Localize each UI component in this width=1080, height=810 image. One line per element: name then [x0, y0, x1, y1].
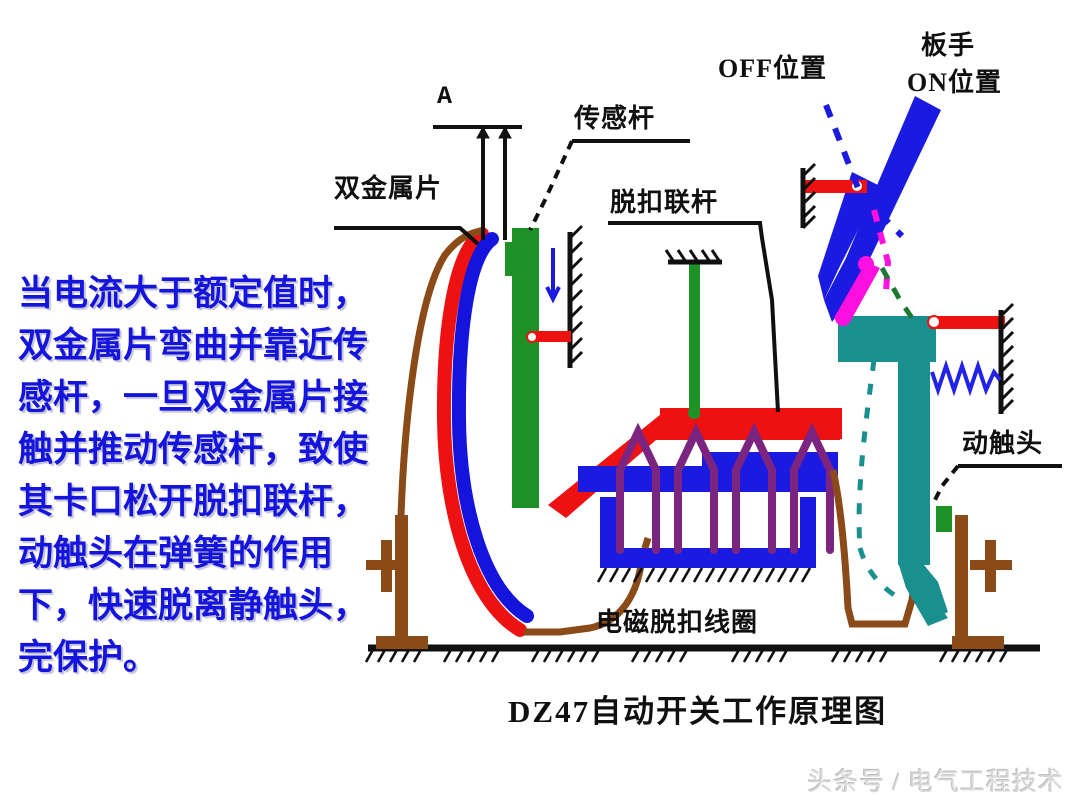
ground-base [364, 644, 1040, 663]
moving-contact-arm [838, 316, 952, 626]
handle-on-position [818, 96, 941, 322]
left-terminal-post [366, 515, 428, 649]
label-gap-mark-a: A [437, 82, 454, 111]
sensor-rod [505, 228, 561, 508]
wire-left-terminal-to-bimetal [397, 227, 482, 517]
description-paragraph: 当电流大于额定值时，双金属片弯曲并靠近传感杆，一旦双金属片接触并推动传感杆，致使… [18, 274, 369, 677]
label-bimetal-strip: 双金属片 [334, 174, 443, 203]
bimetal-strip [436, 227, 534, 637]
watermark: 头条号 / 电气工程技术 [807, 769, 1064, 796]
trip-coil-assembly [578, 422, 928, 628]
label-off-position: OFF位置 [718, 54, 827, 83]
label-leaders [334, 139, 1062, 507]
figure-caption: DZ47自动开关工作原理图 [508, 694, 888, 729]
toggle-link-ghost [871, 209, 892, 293]
right-terminal-post [952, 515, 1012, 649]
gap-dimension-A [433, 125, 522, 240]
label-trip-linkage: 脱扣联杆 [610, 188, 719, 217]
moving-contact-ghost [856, 359, 898, 599]
return-spring [930, 359, 1002, 397]
label-moving-contact: 动触头 [962, 429, 1044, 458]
label-sensor-rod: 传感杆 [574, 104, 656, 133]
sensor-wall-hatch [526, 224, 584, 368]
label-handle: 板手 [921, 31, 976, 60]
label-on-position: ON位置 [907, 68, 1003, 97]
latch-ghost [879, 266, 915, 320]
contact-pivot [927, 315, 1005, 329]
label-trip-coil: 电磁脱扣线圈 [596, 608, 759, 637]
trip-linkage-pivot [664, 249, 722, 419]
contact-wall-hatch [998, 302, 1015, 414]
handle-off-ghost [823, 103, 905, 239]
toggle-link [834, 256, 880, 326]
